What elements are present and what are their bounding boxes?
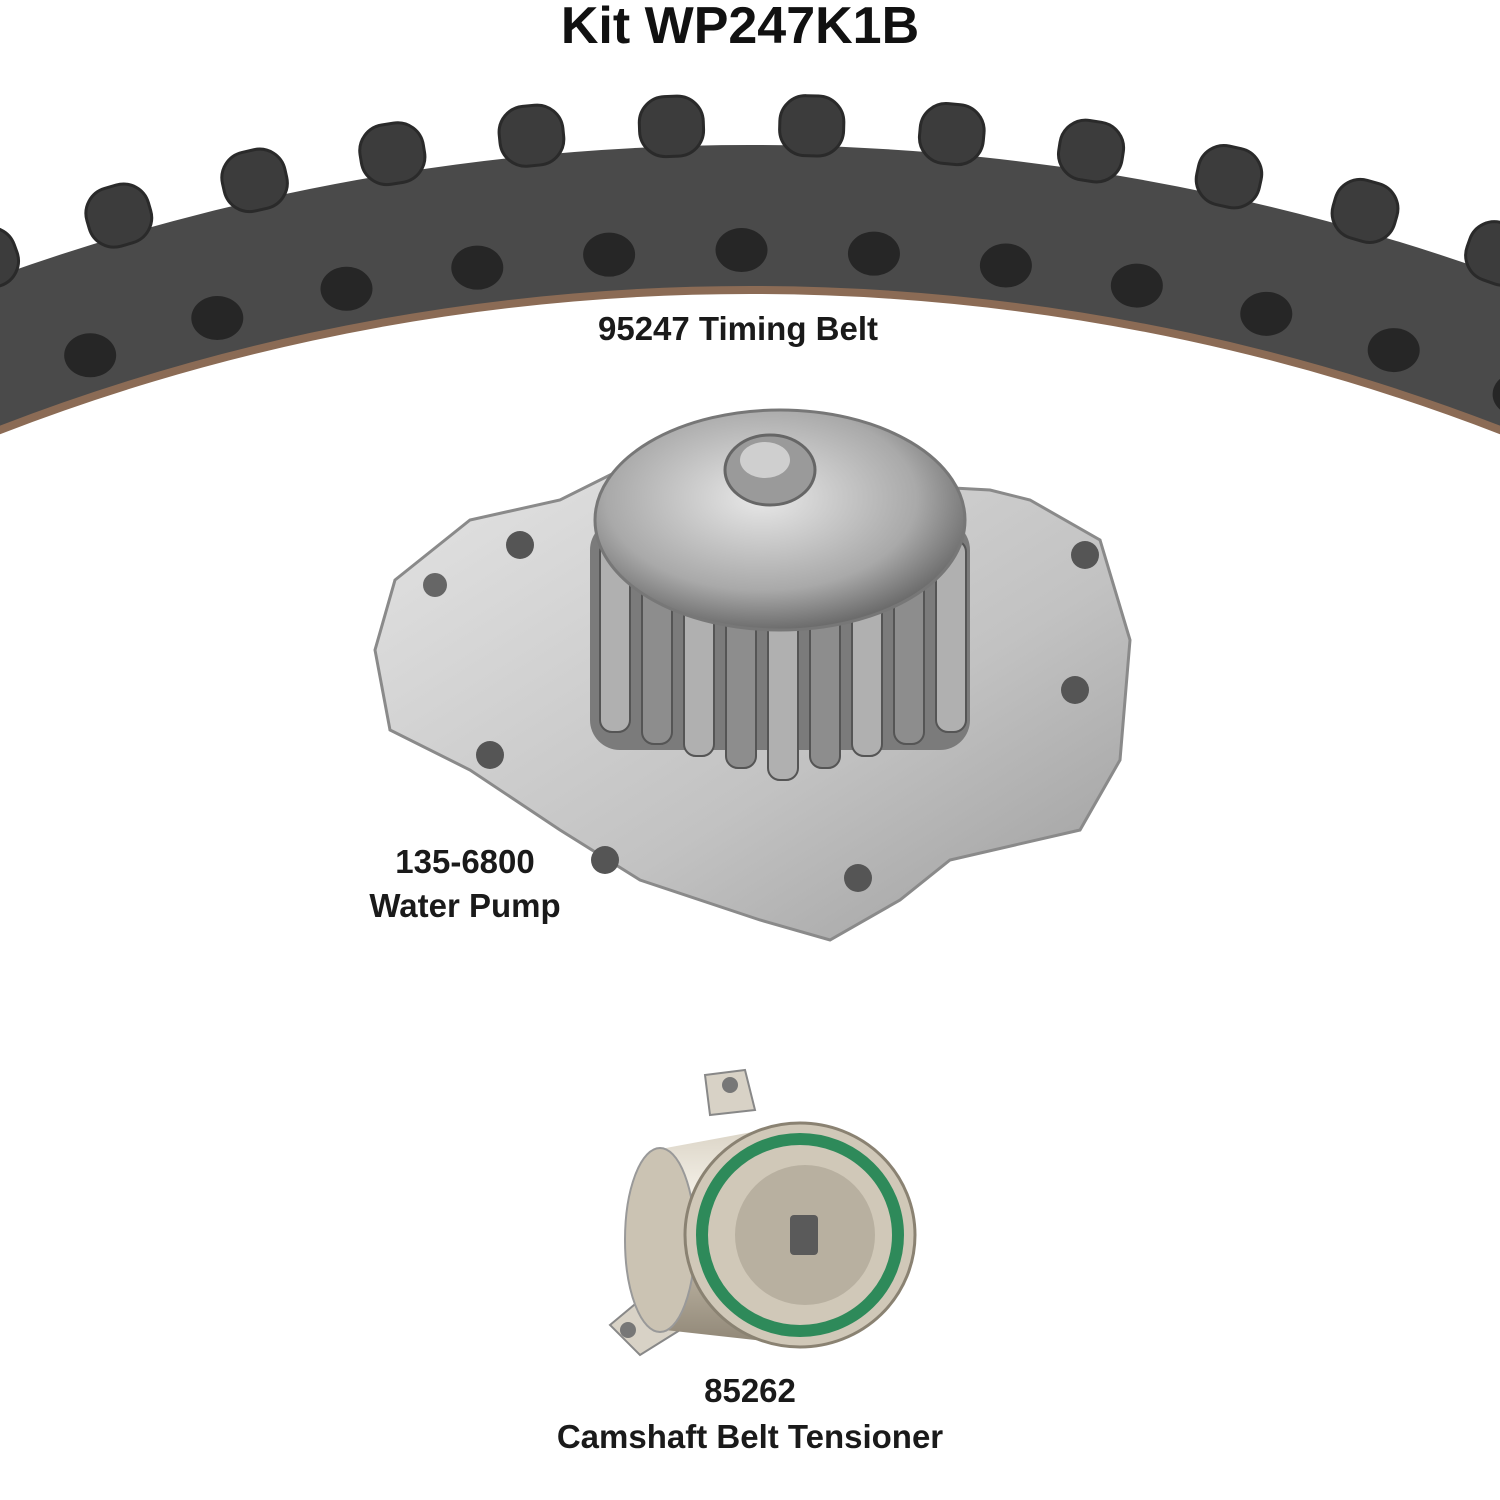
kit-title: Kit WP247K1B (560, 0, 920, 55)
belt-groove (1240, 291, 1293, 336)
belt-groove (451, 245, 504, 290)
belt-groove (1367, 328, 1420, 373)
belt-groove (715, 228, 768, 273)
belt-groove (1492, 378, 1500, 410)
belt-groove (320, 266, 373, 311)
belt-groove (191, 296, 244, 341)
water-pump-part-number: 135-6800 (395, 843, 535, 880)
water-pump (373, 408, 1132, 942)
tensioner-name: Camshaft Belt Tensioner (556, 1418, 944, 1455)
belt-tooth (1194, 144, 1264, 210)
belt-tooth (1464, 220, 1500, 287)
water-pump-name: Water Pump (369, 887, 561, 924)
belt-groove (847, 231, 900, 276)
belt-tooth (358, 121, 427, 187)
tensioner-part-number: 85262 (704, 1372, 796, 1409)
belt-tooth (1330, 177, 1400, 244)
belt-tooth (778, 94, 846, 158)
belt-tooth (637, 94, 706, 159)
water-pump-label: 135-6800 Water Pump (340, 840, 590, 928)
belt-tooth (84, 182, 154, 249)
belt-tooth (917, 102, 986, 167)
belt-groove (979, 243, 1032, 288)
belt-tooth (1056, 118, 1126, 184)
belt-tooth (497, 103, 566, 168)
belt-tooth (220, 147, 289, 214)
timing-belt (0, 94, 1500, 435)
belt-groove (1110, 263, 1163, 308)
belt-groove (64, 333, 117, 378)
belt-tensioner (608, 1068, 917, 1357)
timing-belt-label: 95247 Timing Belt (598, 310, 879, 347)
belt-edge (0, 286, 1500, 435)
tensioner-label: 85262 Camshaft Belt Tensioner (500, 1368, 1000, 1460)
belt-tooth (0, 225, 20, 293)
belt-groove (583, 232, 636, 277)
